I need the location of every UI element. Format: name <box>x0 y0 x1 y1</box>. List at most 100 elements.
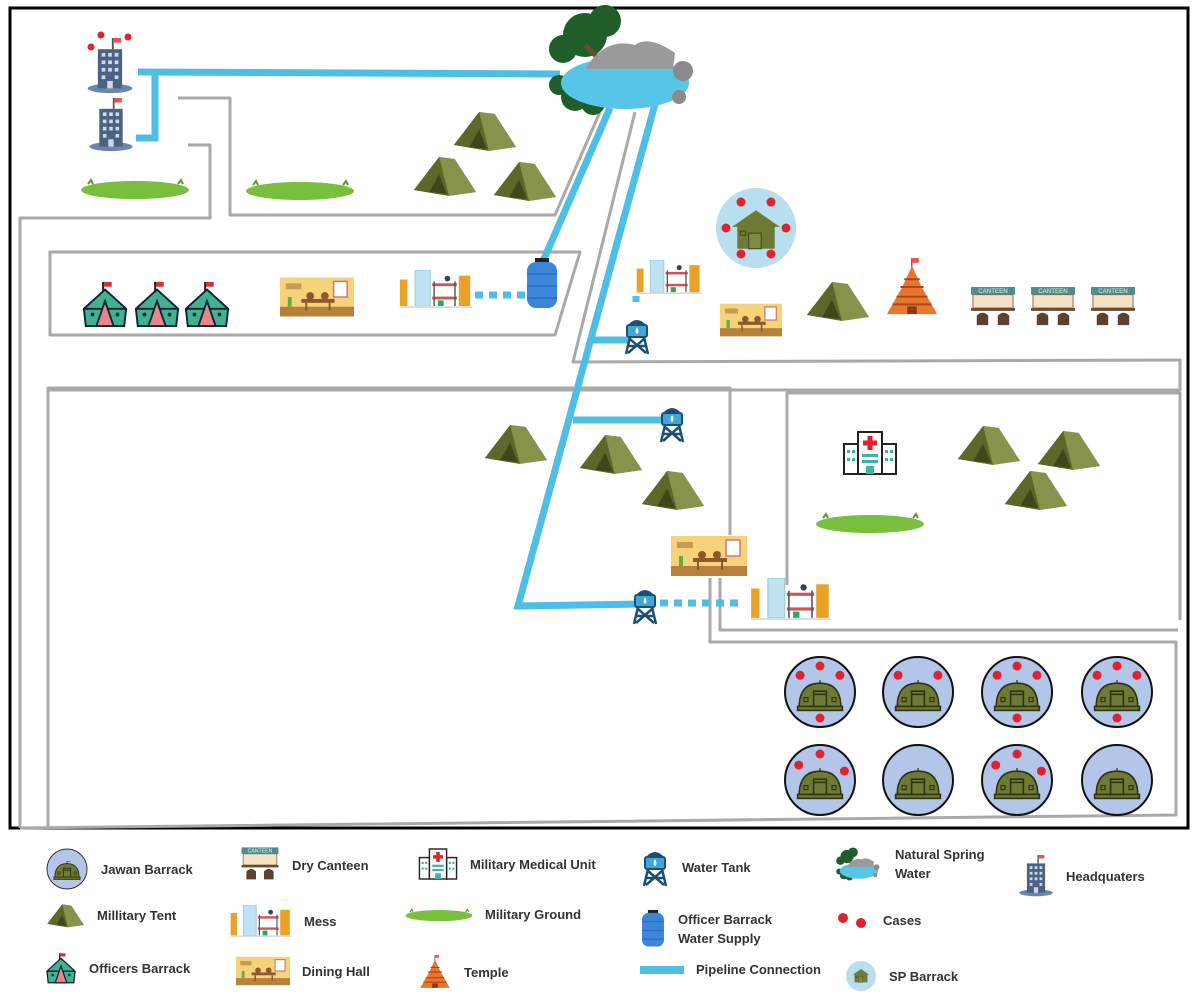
officers-barrack-icon <box>184 280 230 328</box>
temple-icon <box>419 955 451 989</box>
legend-item-officers-barrack: Officers Barrack <box>45 952 190 984</box>
jawan-barrack <box>882 656 954 728</box>
dining-hall-icon <box>236 956 290 986</box>
jawan-barrack <box>784 744 856 816</box>
legend-item-medical-unit: Military Medical Unit <box>418 847 596 881</box>
road <box>718 578 1178 632</box>
jawan-barracks <box>784 656 1153 816</box>
dining-hall-icon <box>671 535 747 577</box>
headquarters-cases <box>87 31 132 51</box>
legend-label: Natural Spring Water <box>895 847 985 881</box>
military-tent-icon <box>957 426 1021 465</box>
legend-item-dining-hall: Dining Hall <box>236 955 370 987</box>
legend-label: Jawan Barrack <box>101 861 193 877</box>
case-dot <box>815 713 825 723</box>
headquarters-icon <box>1019 855 1053 897</box>
legend-item-jawan-barrack: Jawan Barrack <box>45 847 193 891</box>
natural-spring-icon <box>549 5 693 115</box>
military-tent-icon <box>806 282 870 321</box>
legend-label: Pipeline Connection <box>696 962 821 977</box>
jawan-barrack <box>981 656 1053 728</box>
road <box>48 111 1182 392</box>
water-tank-icon <box>624 318 650 355</box>
roads <box>18 96 1182 830</box>
legend-item-temple: Temple <box>418 955 509 989</box>
case-dot <box>87 43 95 51</box>
case-dot <box>933 670 943 680</box>
officers-barrack-icon <box>134 280 180 328</box>
pipeline <box>513 103 659 610</box>
jawan-barrack <box>981 744 1053 816</box>
pipeline <box>536 106 614 270</box>
case-dot <box>1092 670 1102 680</box>
case-dot <box>736 197 746 207</box>
military-tent-icon <box>413 157 477 196</box>
legend-label: Millitary Tent <box>97 907 177 923</box>
case-dot <box>1012 749 1022 759</box>
case-dot <box>1112 713 1122 723</box>
legend-item-headquarters: Headquaters <box>1018 855 1145 897</box>
water-tank-icon <box>642 850 668 887</box>
case-dot <box>124 33 132 41</box>
case-dot <box>893 670 903 680</box>
case-dot <box>839 766 849 776</box>
case-dot <box>1032 670 1042 680</box>
legend-label: Water Tank <box>682 859 751 875</box>
case-dot <box>721 223 731 233</box>
case-dot <box>992 670 1002 680</box>
military-ground-icon <box>244 179 356 201</box>
case-dot <box>736 249 746 259</box>
legend-item-water-supply: Officer Barrack Water Supply <box>640 910 772 948</box>
case-dot <box>1132 670 1142 680</box>
military-tent-icon <box>641 471 705 510</box>
sp-barrack-icon <box>846 961 876 991</box>
medical-unit-icon <box>418 847 458 881</box>
road <box>46 386 732 828</box>
jawan-barrack-icon <box>46 848 88 890</box>
dry-canteen-icon <box>241 847 279 880</box>
legend-item-dry-canteen: Dry Canteen <box>240 847 369 883</box>
military-tent-icon <box>579 435 643 474</box>
spring-icon <box>835 847 881 881</box>
legend-label: Mess <box>304 913 337 929</box>
dining-hall-icon <box>280 277 354 317</box>
case-dot <box>794 760 804 770</box>
military-tent-icon <box>1004 471 1068 510</box>
officers-barrack-icon <box>46 952 76 984</box>
water-tank-icon <box>659 406 685 443</box>
legend-item-cases: Cases <box>835 910 921 930</box>
legend-item-spring: Natural Spring Water <box>835 845 985 883</box>
road <box>785 391 1182 620</box>
legend-label: Cases <box>883 912 922 928</box>
military-tent-icon <box>484 425 548 464</box>
legend-item-pipeline: Pipeline Connection <box>640 960 821 979</box>
water-supply-icon <box>641 910 665 948</box>
legend-label: Dry Canteen <box>292 857 369 873</box>
jawan-barrack <box>1081 744 1153 816</box>
mess-icon <box>635 260 703 294</box>
officers-barracks <box>82 280 230 328</box>
case-dot <box>815 749 825 759</box>
mess-icon <box>399 270 473 308</box>
dry-canteen-icon <box>1090 287 1136 326</box>
case-dot <box>815 661 825 671</box>
road <box>19 578 1178 830</box>
legend-label: SP Barrack <box>889 968 959 984</box>
military-ground-icon <box>80 179 190 200</box>
jawan-barrack <box>784 656 856 728</box>
case-dot <box>97 31 105 39</box>
case-dot <box>795 670 805 680</box>
legend-label: Dining Hall <box>302 963 370 979</box>
legend-label: Military Ground <box>485 907 582 922</box>
legend-item-water-tank: Water Tank <box>640 847 751 887</box>
pipeline <box>136 72 159 142</box>
case-dot <box>766 249 776 259</box>
mess-icon <box>230 905 292 937</box>
dry-canteen-icon <box>970 287 1016 326</box>
road <box>48 250 582 337</box>
case-dot <box>1012 661 1022 671</box>
road <box>178 96 602 217</box>
mess-icon <box>750 578 832 620</box>
jawan-barrack <box>882 744 954 816</box>
